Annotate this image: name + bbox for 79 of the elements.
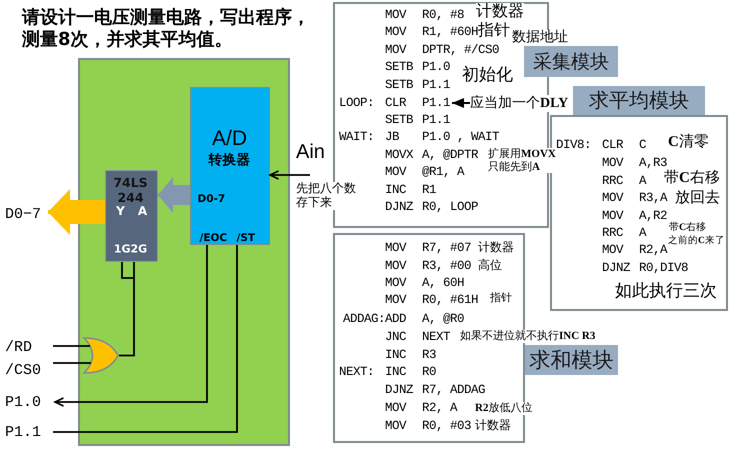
code-line: MOV R2, A — [385, 400, 458, 416]
comment: 如果不进位就不执行INC R3 — [460, 330, 596, 343]
code-line: MOV R2,A — [602, 242, 668, 258]
comment: R2放低八位 — [475, 402, 532, 415]
pin-label: /ST — [236, 231, 256, 244]
code-line: MOV A,R3 — [602, 154, 668, 170]
comment: 如此执行三次 — [615, 281, 717, 301]
code-line: SETB P1.1 — [385, 76, 450, 94]
signal-label: /CS0 — [3, 360, 53, 381]
note: 先把八个数存下来 — [296, 182, 358, 210]
code-line: MOV A,R2 — [602, 208, 668, 224]
module-label: 求平均模块 — [573, 86, 705, 115]
pin-label: Y — [116, 204, 125, 218]
signal-label: D0−7 — [3, 203, 48, 226]
wire — [53, 245, 238, 433]
module-label: 求和模块 — [525, 345, 618, 375]
code-line: INC R1 — [385, 182, 436, 198]
code-line: JNC NEXT — [385, 328, 450, 346]
wire — [53, 345, 90, 347]
code-line: ADDAG:ADD A, @R0 — [342, 310, 464, 328]
comment: 数据地址 — [512, 30, 568, 46]
comment: 放回去 — [675, 190, 720, 208]
comment: 计数器 — [476, 3, 524, 22]
code-line: MOVX A, @DPTR — [385, 146, 478, 164]
code-line: DJNZ R0,DIV8 — [602, 260, 688, 276]
comment: 之前的C来了 — [668, 236, 725, 247]
wire — [53, 362, 91, 364]
module-label: 采集模块 — [524, 46, 618, 77]
code-line: RRC A — [602, 224, 646, 242]
code-line: LOOP: CLR P1.1 — [339, 94, 450, 112]
block-arrow — [48, 189, 105, 235]
buffer-chip — [105, 170, 158, 262]
circuit-board — [78, 58, 290, 446]
code-line: SETB P1.0 — [385, 58, 450, 76]
code-line: WAIT: JB P1.0 , WAIT — [339, 128, 500, 146]
chip-label: A/D — [212, 126, 247, 151]
code-line: DJNZ R7, ADDAG — [385, 382, 486, 398]
code-line: MOV DPTR, #/CS0 — [385, 42, 500, 58]
wire — [119, 262, 135, 356]
signal-label: /RD — [3, 337, 53, 358]
chip-label: 74LS 244 — [112, 174, 149, 204]
signal-label: P1.1 — [3, 422, 53, 443]
comment: 指针 — [478, 22, 510, 40]
title: 请设计一电压测量电路，写出程序，测量8次，并求其平均值。 — [22, 7, 311, 51]
code-line: DJNZ R0, LOOP — [385, 198, 478, 216]
chip-label: 转换器 — [208, 152, 250, 168]
code-line: MOV R1, #60H — [385, 24, 478, 40]
code-line: INC R3 — [385, 346, 436, 364]
arrow — [269, 170, 310, 180]
signal-label: P1.0 — [3, 392, 55, 413]
code-line: MOV R7, #07 — [385, 240, 472, 256]
or-gate — [83, 337, 119, 374]
code-line: NEXT: INC R0 — [339, 364, 436, 380]
comment: 带C右移 — [669, 222, 706, 234]
converter-box — [190, 87, 270, 245]
pin-label: A — [138, 204, 148, 218]
block-arrow — [158, 177, 190, 213]
code-line: RRC A — [602, 172, 646, 190]
comment: 指针 — [490, 292, 512, 305]
code-line: MOV R3,A — [602, 190, 668, 206]
comment: C清零 — [668, 134, 709, 152]
comment: 初始化 — [462, 65, 513, 85]
comment: 高位 — [478, 259, 502, 273]
code-line: MOV A, 60H — [385, 274, 464, 292]
pin-label: /EOC — [200, 231, 228, 244]
pin-label: D0-7 — [198, 192, 226, 205]
input-label: Ain — [296, 141, 328, 175]
annotation: 应当加一个DLY — [470, 95, 568, 112]
comment: 计数器 — [478, 241, 514, 255]
code-line: SETB P1.1 — [385, 112, 450, 128]
leader-arrow — [452, 98, 470, 108]
arrow — [54, 245, 208, 407]
pin-label: 1G2G — [114, 243, 148, 256]
comment: 计数器 — [475, 419, 511, 433]
code-line: MOV R0, #03 — [385, 418, 472, 434]
code-line: MOV @R1, A — [385, 164, 464, 180]
code-line: MOV R0, #61H — [385, 292, 478, 308]
code-line: MOV R0, #8 — [385, 6, 464, 24]
code-line: MOV R3, #00 — [385, 258, 472, 274]
